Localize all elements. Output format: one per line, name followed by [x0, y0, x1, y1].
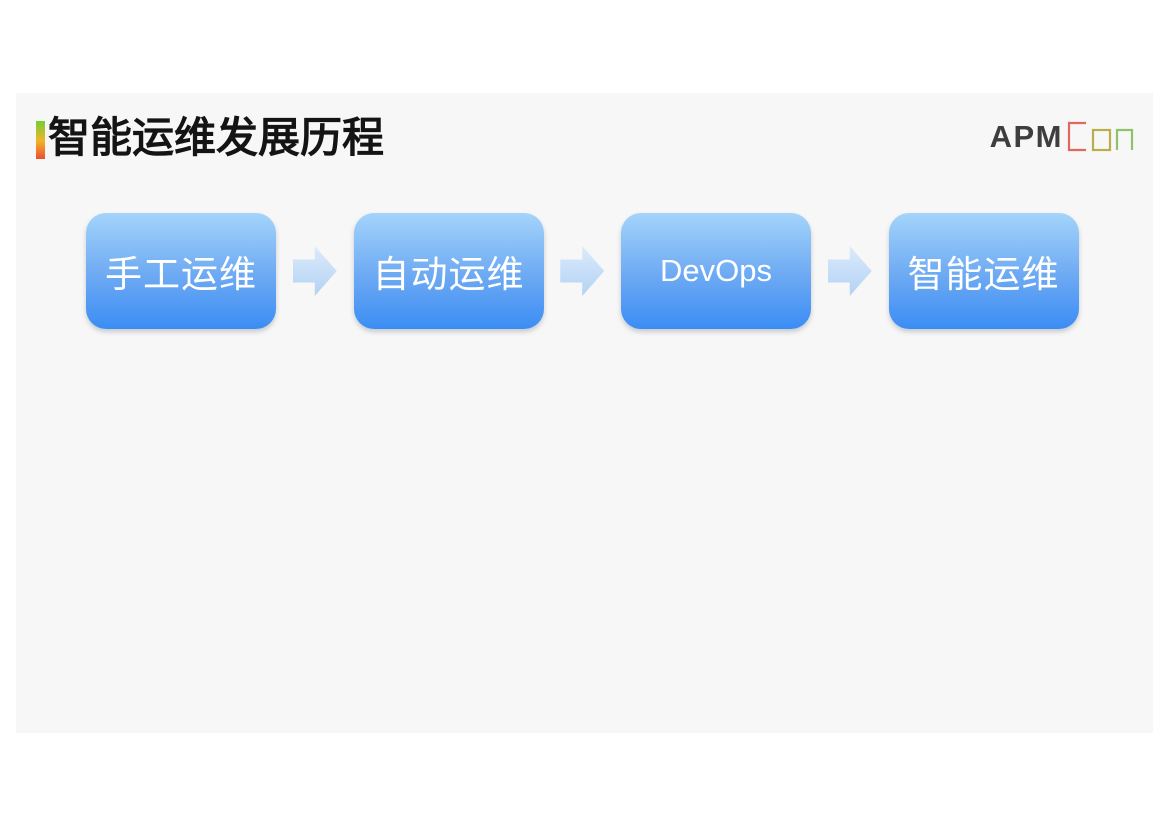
- flow-stage-box-manual-ops: 手工运维: [86, 213, 276, 329]
- arrow-gap: [811, 213, 889, 329]
- logo-con-outline-icon: [1067, 121, 1134, 152]
- slide: 智能运维发展历程 APM 手工运维 自动运维: [16, 93, 1153, 733]
- stage-label: 智能运维: [907, 255, 1060, 296]
- arrow-gap: [544, 213, 622, 329]
- title-row: 智能运维发展历程: [36, 114, 385, 161]
- title-accent-bar-icon: [36, 121, 45, 160]
- arrow-gap: [276, 213, 354, 329]
- logo-apm-text: APM: [989, 119, 1063, 154]
- stage-label: 自动运维: [372, 255, 525, 296]
- right-arrow-icon: [827, 246, 872, 296]
- flow-stage-box-intelligent-ops: 智能运维: [888, 213, 1079, 329]
- flow-stage-box-auto-ops: 自动运维: [353, 213, 544, 329]
- flow-diagram: 手工运维 自动运维 DevOps 智能运维: [86, 213, 1079, 329]
- right-arrow-icon: [560, 246, 605, 296]
- stage-label: 手工运维: [105, 255, 257, 296]
- right-arrow-icon: [292, 246, 337, 296]
- slide-title: 智能运维发展历程: [48, 114, 385, 161]
- flow-stage-box-devops: DevOps: [621, 213, 811, 329]
- stage-label: DevOps: [660, 253, 772, 288]
- apmcon-logo: APM: [990, 119, 1135, 152]
